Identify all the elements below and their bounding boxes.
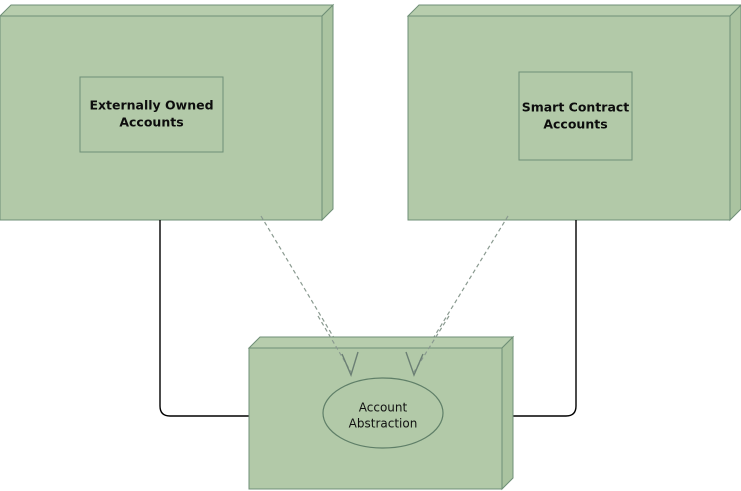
box-side-face xyxy=(729,4,741,222)
connector-eoa-to-account-abstraction xyxy=(159,220,255,417)
inner-rect-smart-contract-accounts xyxy=(518,71,633,161)
ellipse-label-line1: Account xyxy=(359,401,408,415)
ellipse-label-line2: Abstraction xyxy=(349,417,418,431)
node-label-line1: Smart Contract xyxy=(522,100,630,115)
box-side-face xyxy=(321,3,334,222)
arrowhead-eoa-icon xyxy=(341,351,359,378)
dashed-arrow-eoa-segment-over-box xyxy=(317,315,352,373)
node-externally-owned-accounts[interactable]: Externally Owned Accounts xyxy=(0,3,335,222)
arrowhead-sca-icon xyxy=(405,351,424,377)
box-side-face xyxy=(501,335,514,491)
box-top-face xyxy=(406,4,741,17)
node-label-line2: Accounts xyxy=(119,115,183,130)
node-label-line1: Externally Owned xyxy=(89,98,213,113)
node-label-line2: Accounts xyxy=(543,117,607,132)
node-smart-contract-accounts[interactable]: Smart Contract Accounts xyxy=(406,4,741,222)
ellipse-account-abstraction xyxy=(322,377,444,449)
box-top-face xyxy=(0,4,335,17)
connector-sca-to-account-abstraction xyxy=(500,220,577,417)
inner-rect-externally-owned-accounts xyxy=(79,76,224,153)
box-top-face xyxy=(247,336,515,349)
node-account-abstraction[interactable]: Account Abstraction xyxy=(247,315,515,491)
